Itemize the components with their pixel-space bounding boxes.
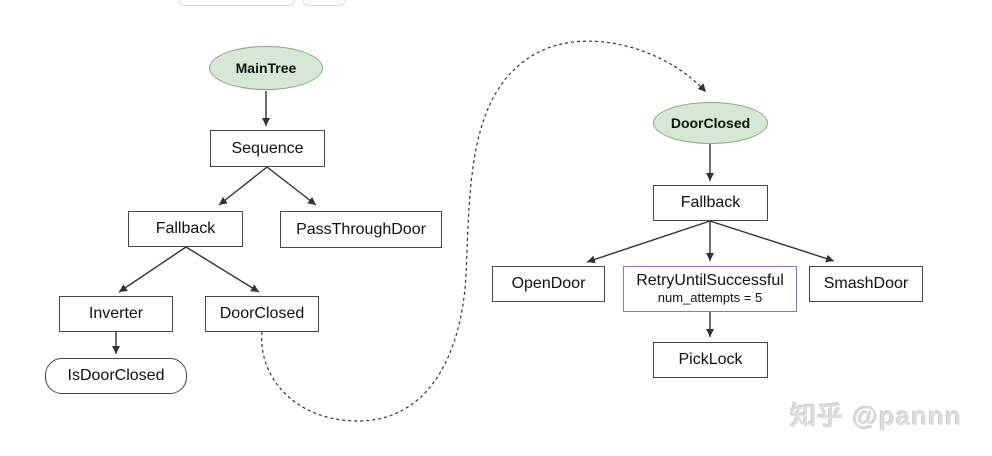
node-sequence[interactable]: Sequence xyxy=(210,130,325,167)
node-doorclosed-ref[interactable]: DoorClosed xyxy=(205,296,319,332)
node-picklock[interactable]: PickLock xyxy=(653,342,768,378)
node-smashdoor[interactable]: SmashDoor xyxy=(809,266,923,302)
node-opendoor[interactable]: OpenDoor xyxy=(492,266,605,302)
node-retry-param: num_attempts = 5 xyxy=(657,289,763,305)
node-smashdoor-label: SmashDoor xyxy=(823,275,909,292)
node-doorclosed-ref-label: DoorClosed xyxy=(219,305,305,322)
node-isdoorclosed[interactable]: IsDoorClosed xyxy=(45,358,187,394)
node-fallback-main-label: Fallback xyxy=(155,220,216,237)
subtree-root-doorclosed[interactable]: DoorClosed xyxy=(653,102,768,144)
node-retryuntilsuccessful-label: RetryUntilSuccessful xyxy=(636,272,784,290)
subtree-root-maintree[interactable]: MainTree xyxy=(209,46,323,90)
node-fallback-sub-label: Fallback xyxy=(680,194,741,211)
node-picklock-label: PickLock xyxy=(678,351,743,368)
watermark-zhihu: 知乎 @pannn xyxy=(790,401,962,431)
node-opendoor-label: OpenDoor xyxy=(511,275,586,292)
node-passthroughdoor[interactable]: PassThroughDoor xyxy=(280,211,442,248)
subtree-root-doorclosed-label: DoorClosed xyxy=(670,115,751,131)
node-inverter-label: Inverter xyxy=(88,305,144,322)
toolbar-button-partial-2[interactable] xyxy=(302,0,346,6)
node-isdoorclosed-label: IsDoorClosed xyxy=(67,367,165,384)
node-fallback-main[interactable]: Fallback xyxy=(128,211,243,247)
node-sequence-label: Sequence xyxy=(231,139,304,157)
subtree-root-maintree-label: MainTree xyxy=(235,60,297,76)
node-inverter[interactable]: Inverter xyxy=(59,296,173,332)
node-passthroughdoor-label: PassThroughDoor xyxy=(296,220,426,238)
node-fallback-sub[interactable]: Fallback xyxy=(653,185,768,221)
toolbar-button-partial-1[interactable] xyxy=(178,0,295,6)
node-retryuntilsuccessful[interactable]: RetryUntilSuccessful num_attempts = 5 xyxy=(623,266,797,312)
